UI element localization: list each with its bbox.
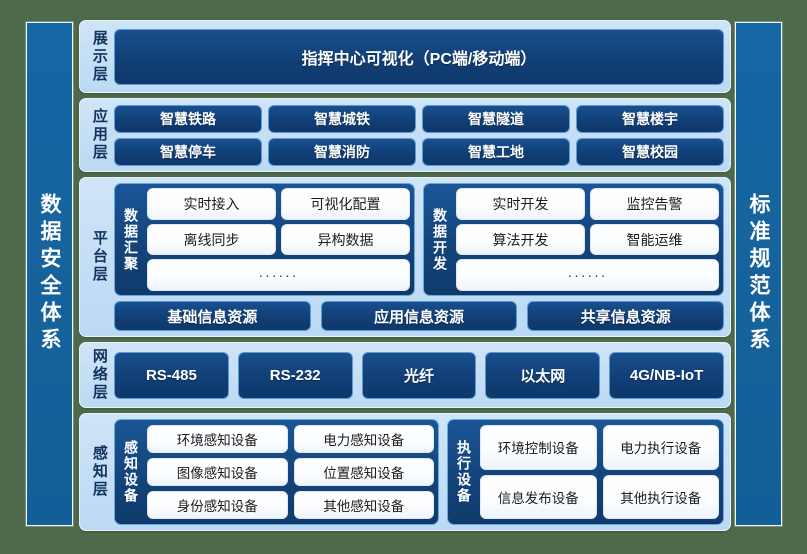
platform-groups: 数据汇聚 实时接入 可视化配置 离线同步 异构数据 [114, 183, 724, 296]
aggregation-row-more: ······ [147, 259, 410, 292]
development-item-monitoring-alarm[interactable]: 监控告警 [590, 188, 719, 220]
aggregation-item-heterogeneous-data[interactable]: 异构数据 [281, 223, 410, 256]
application-row-2: 智慧停车 智慧消防 智慧工地 智慧校园 [114, 137, 724, 166]
layer-platform-body: 数据汇聚 实时接入 可视化配置 离线同步 异构数据 [114, 183, 725, 331]
sensing-item-location[interactable]: 位置感知设备 [293, 458, 434, 486]
pillar-data-security: 数据安全体系 [26, 22, 73, 526]
layer-perception-body: 感知设备 环境感知设备 电力感知设备 图像感知设备 位置感知设备 [114, 419, 724, 525]
platform-group-data-development-label: 数据开发 [432, 207, 448, 272]
app-item-smart-building[interactable]: 智慧楼宇 [576, 104, 724, 133]
development-item-realtime-development[interactable]: 实时开发 [456, 188, 585, 220]
network-items: RS-485 RS-232 光纤 以太网 4G/NB-IoT [114, 351, 724, 399]
layer-network-body: RS-485 RS-232 光纤 以太网 4G/NB-IoT [114, 348, 724, 402]
sensing-item-identity[interactable]: 身份感知设备 [147, 491, 288, 519]
app-item-smart-parking[interactable]: 智慧停车 [114, 137, 262, 166]
layer-display-label: 展示层 [90, 29, 108, 84]
actuating-row-2: 信息发布设备 其他执行设备 [480, 474, 719, 519]
layer-application: 应用层 智慧铁路 智慧城铁 智慧隧道 智慧楼宇 智慧停车 智慧消防 智慧工地 智… [79, 98, 731, 172]
sensing-item-image[interactable]: 图像感知设备 [147, 458, 288, 486]
development-item-more[interactable]: ······ [456, 259, 719, 292]
layer-display: 展示层 指挥中心可视化（PC端/移动端） [79, 20, 731, 93]
development-item-algorithm-development[interactable]: 算法开发 [456, 223, 585, 256]
layer-perception: 感知层 感知设备 环境感知设备 电力感知设备 [79, 413, 731, 531]
layer-application-label: 应用层 [90, 108, 108, 162]
actuating-item-power-execution[interactable]: 电力执行设备 [602, 425, 719, 470]
actuating-devices-grid: 环境控制设备 电力执行设备 信息发布设备 其他执行设备 [480, 425, 719, 519]
resource-item-application-information[interactable]: 应用信息资源 [320, 301, 518, 331]
development-item-intelligent-operations[interactable]: 智能运维 [590, 223, 719, 256]
resource-item-basic-information[interactable]: 基础信息资源 [114, 301, 311, 331]
development-row-1: 实时开发 监控告警 [456, 188, 719, 220]
aggregation-item-offline-sync[interactable]: 离线同步 [147, 223, 276, 256]
layer-network-label: 网络层 [90, 348, 108, 402]
sensing-devices-grid: 环境感知设备 电力感知设备 图像感知设备 位置感知设备 身份感知设备 其他感知设… [147, 425, 434, 519]
platform-group-data-development-grid: 实时开发 监控告警 算法开发 智能运维 ······ [456, 188, 719, 292]
pillar-standards: 标准规范体系 [735, 22, 782, 526]
layer-display-body: 指挥中心可视化（PC端/移动端） [114, 26, 724, 87]
development-row-2: 算法开发 智能运维 [456, 223, 719, 256]
perception-group-sensing-devices: 感知设备 环境感知设备 电力感知设备 图像感知设备 位置感知设备 [114, 419, 439, 525]
actuating-row-1: 环境控制设备 电力执行设备 [480, 425, 719, 470]
sensing-item-environment[interactable]: 环境感知设备 [147, 425, 288, 453]
network-item-fiber[interactable]: 光纤 [361, 351, 477, 399]
layer-application-body: 智慧铁路 智慧城铁 智慧隧道 智慧楼宇 智慧停车 智慧消防 智慧工地 智慧校园 [114, 104, 724, 166]
resource-item-shared-information[interactable]: 共享信息资源 [527, 301, 725, 331]
pillar-right-label: 标准规范体系 [747, 193, 770, 355]
app-item-smart-metro[interactable]: 智慧城铁 [268, 104, 416, 133]
actuating-item-environment-control[interactable]: 环境控制设备 [480, 425, 597, 470]
layer-stack: 展示层 指挥中心可视化（PC端/移动端） 应用层 智慧铁路 智慧城铁 智慧隧道 … [79, 20, 731, 534]
command-center-visualization-box[interactable]: 指挥中心可视化（PC端/移动端） [114, 28, 724, 85]
sensing-row-1: 环境感知设备 电力感知设备 [147, 425, 434, 453]
platform-group-data-aggregation-grid: 实时接入 可视化配置 离线同步 异构数据 ······ [147, 188, 410, 292]
pillar-left-label: 数据安全体系 [38, 193, 61, 355]
sensing-row-2: 图像感知设备 位置感知设备 [147, 458, 434, 486]
app-item-smart-tunnel[interactable]: 智慧隧道 [422, 104, 570, 133]
platform-resources: 基础信息资源 应用信息资源 共享信息资源 [114, 301, 725, 331]
aggregation-item-visual-config[interactable]: 可视化配置 [281, 188, 410, 220]
actuating-item-other[interactable]: 其他执行设备 [602, 474, 719, 519]
layer-network: 网络层 RS-485 RS-232 光纤 以太网 4G/NB-IoT [79, 342, 731, 408]
development-row-more: ······ [456, 259, 719, 292]
platform-group-data-development: 数据开发 实时开发 监控告警 算法开发 智能运维 [423, 183, 724, 296]
app-item-smart-campus[interactable]: 智慧校园 [576, 137, 724, 166]
layer-platform-label: 平台层 [90, 230, 108, 284]
sensing-item-other[interactable]: 其他感知设备 [293, 491, 434, 519]
perception-group-sensing-devices-label: 感知设备 [123, 440, 139, 504]
aggregation-item-more[interactable]: ······ [147, 259, 410, 292]
platform-group-data-aggregation: 数据汇聚 实时接入 可视化配置 离线同步 异构数据 [114, 183, 415, 296]
application-row-1: 智慧铁路 智慧城铁 智慧隧道 智慧楼宇 [114, 104, 724, 133]
app-item-smart-construction-site[interactable]: 智慧工地 [422, 137, 570, 166]
layer-perception-label: 感知层 [90, 445, 108, 499]
aggregation-row-2: 离线同步 异构数据 [147, 223, 410, 256]
perception-group-actuating-devices-label: 执行设备 [456, 440, 472, 504]
sensing-item-power[interactable]: 电力感知设备 [293, 425, 434, 453]
sensing-row-3: 身份感知设备 其他感知设备 [147, 491, 434, 519]
app-item-smart-firefighting[interactable]: 智慧消防 [268, 137, 416, 166]
perception-groups: 感知设备 环境感知设备 电力感知设备 图像感知设备 位置感知设备 [114, 419, 724, 525]
app-item-smart-railway[interactable]: 智慧铁路 [114, 104, 262, 133]
network-item-4g-nbiot[interactable]: 4G/NB-IoT [609, 351, 724, 399]
perception-group-actuating-devices: 执行设备 环境控制设备 电力执行设备 信息发布设备 其他执行设备 [447, 419, 724, 525]
aggregation-item-realtime-ingest[interactable]: 实时接入 [147, 188, 276, 220]
layer-platform: 平台层 数据汇聚 实时接入 可视化配置 [79, 177, 731, 337]
network-item-ethernet[interactable]: 以太网 [485, 351, 601, 399]
actuating-item-information-release[interactable]: 信息发布设备 [480, 474, 597, 519]
network-item-rs232[interactable]: RS-232 [237, 351, 353, 399]
aggregation-row-1: 实时接入 可视化配置 [147, 188, 410, 220]
platform-group-data-aggregation-label: 数据汇聚 [123, 207, 139, 272]
network-item-rs485[interactable]: RS-485 [114, 351, 229, 399]
